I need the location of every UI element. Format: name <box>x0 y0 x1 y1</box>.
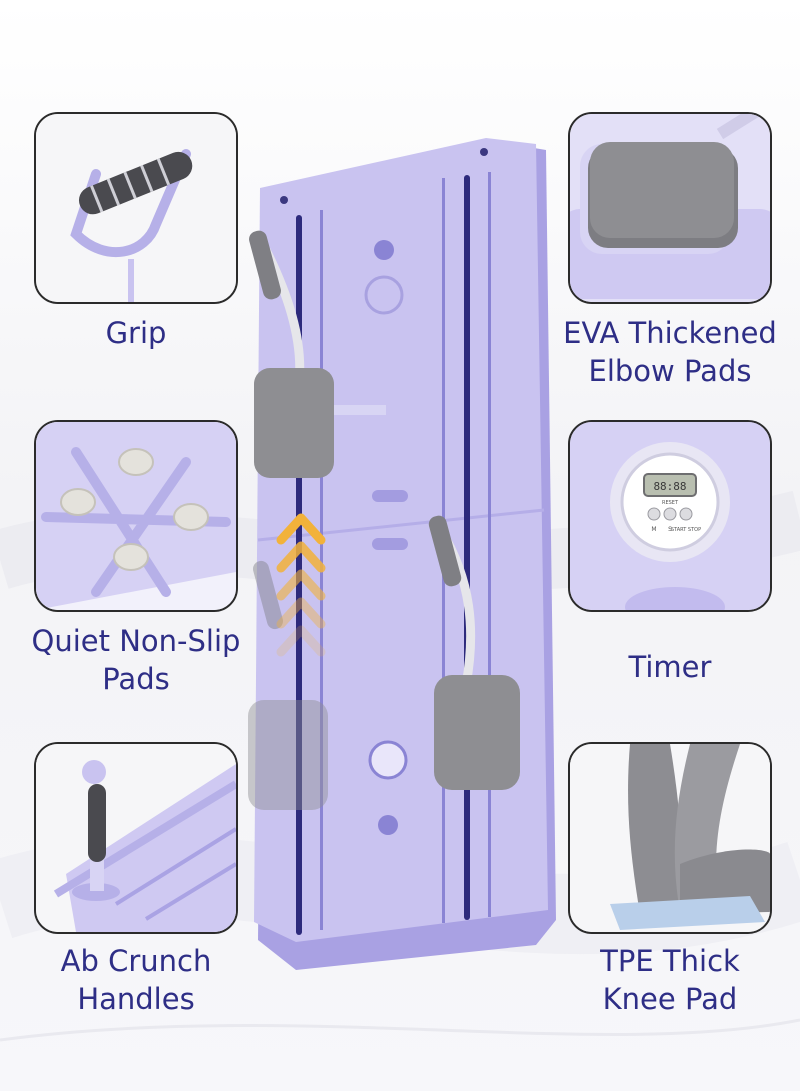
timer-s-label: S <box>668 526 672 533</box>
motion-arrows <box>276 513 326 657</box>
knee-pad-label-line2: Knee Pad <box>602 982 738 1016</box>
non-slip-pads-label-line2: Pads <box>102 662 170 696</box>
timer-reset-label: RESET <box>662 500 679 506</box>
grip-label-line1: Grip <box>105 316 167 350</box>
timer-feature-image: 88:88 M S START STOP RESET <box>568 420 772 612</box>
knee-pad-feature-image <box>568 742 772 934</box>
knee-pad-label-line1: TPE Thick <box>600 944 740 978</box>
non-slip-pads-feature-image <box>34 420 238 612</box>
handles-label: Ab Crunch Handles <box>6 942 266 1018</box>
elbow-pads-label-line1: EVA Thickened <box>563 316 777 350</box>
elbow-pads-feature-image <box>568 112 772 304</box>
timer-start-stop-label: START STOP <box>671 527 701 533</box>
elbow-pads-label-line2: Elbow Pads <box>588 354 752 388</box>
elbow-pads-label: EVA Thickened Elbow Pads <box>540 314 800 390</box>
grip-label: Grip <box>6 314 266 352</box>
handles-feature-image <box>34 742 238 934</box>
timer-m-label: M <box>651 526 656 533</box>
knee-pad-label: TPE Thick Knee Pad <box>540 942 800 1018</box>
timer-label: Timer <box>540 648 800 686</box>
grip-feature-image <box>34 112 238 304</box>
ab-board-product <box>236 110 576 990</box>
svg-text:88:88: 88:88 <box>653 480 686 493</box>
non-slip-pads-label-line1: Quiet Non-Slip <box>31 624 241 658</box>
handles-label-line2: Handles <box>77 982 195 1016</box>
handles-label-line1: Ab Crunch <box>60 944 212 978</box>
non-slip-pads-label: Quiet Non-Slip Pads <box>6 622 266 698</box>
timer-label-line1: Timer <box>628 650 712 684</box>
